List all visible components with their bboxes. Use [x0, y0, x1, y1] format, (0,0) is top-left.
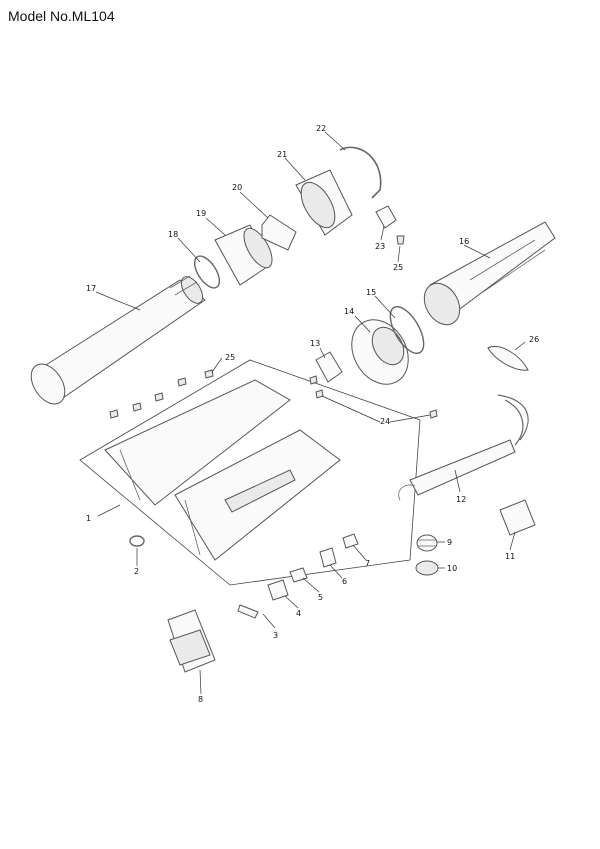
part-7-part[interactable]: [342, 533, 359, 549]
part-12-wiring-harness[interactable]: [398, 394, 529, 501]
callout-17: 17: [86, 284, 96, 293]
part-24-screws[interactable]: [309, 375, 438, 419]
callout-19: 19: [196, 209, 206, 218]
part-25-screws-lower[interactable]: [109, 369, 214, 419]
model-number-title: Model No.ML104: [8, 8, 115, 24]
part-6-part[interactable]: [319, 547, 337, 568]
part-21-collar[interactable]: [294, 169, 353, 236]
callout-15: 15: [366, 288, 376, 297]
callout-5: 5: [318, 593, 323, 602]
part-15-ring[interactable]: [384, 301, 431, 358]
part-16-motor-tube[interactable]: [417, 221, 556, 331]
part-1-housing[interactable]: [104, 379, 341, 561]
callout-3: 3: [273, 631, 278, 640]
part-19-nozzle-ring[interactable]: [214, 224, 278, 286]
callout-21: 21: [277, 150, 287, 159]
part-13-bracket[interactable]: [315, 351, 343, 383]
callout-4: 4: [296, 609, 301, 618]
callout-9: 9: [447, 538, 452, 547]
part-4-part[interactable]: [267, 579, 289, 601]
leader-lines: [95, 131, 526, 695]
callout-10: 10: [447, 564, 457, 573]
part-18-o-ring[interactable]: [190, 252, 225, 292]
callout-12: 12: [456, 495, 466, 504]
callout-11: 11: [505, 552, 515, 561]
callout-25-lower: 25: [225, 353, 235, 362]
part-10-cap[interactable]: [415, 560, 439, 576]
part-26-strap[interactable]: [487, 346, 529, 371]
part-2-o-ring[interactable]: [129, 535, 145, 547]
part-14-fan-housing[interactable]: [340, 310, 419, 395]
part-9-spring[interactable]: [416, 534, 438, 552]
callout-7: 7: [365, 559, 370, 568]
callout-8: 8: [198, 695, 203, 704]
part-23-latch[interactable]: [375, 205, 397, 229]
part-11-terminal-cover[interactable]: [499, 499, 536, 536]
callout-24: 24: [380, 417, 390, 426]
part-22-clip-spring[interactable]: [339, 146, 382, 199]
callout-26: 26: [529, 335, 539, 344]
callout-22: 22: [316, 124, 326, 133]
part-25-screw-upper[interactable]: [396, 235, 405, 245]
part-17-blower-tube[interactable]: [24, 273, 207, 410]
part-5-part[interactable]: [289, 567, 308, 583]
callout-23: 23: [375, 242, 385, 251]
callout-6: 6: [342, 577, 347, 586]
callout-labels: 1 2 3 4 5 6 7 8 9 10 11 12 13 14 15 16 1…: [86, 124, 539, 704]
callout-14: 14: [344, 307, 354, 316]
callout-2: 2: [134, 567, 139, 576]
callout-25-upper: 25: [393, 263, 403, 272]
part-3-part[interactable]: [237, 604, 259, 619]
callout-18: 18: [168, 230, 178, 239]
callout-13: 13: [310, 339, 320, 348]
callout-1: 1: [86, 514, 91, 523]
part-20-cone[interactable]: [261, 214, 297, 251]
callout-20: 20: [232, 183, 242, 192]
part-8-controller[interactable]: [167, 609, 216, 673]
callout-16: 16: [459, 237, 469, 246]
